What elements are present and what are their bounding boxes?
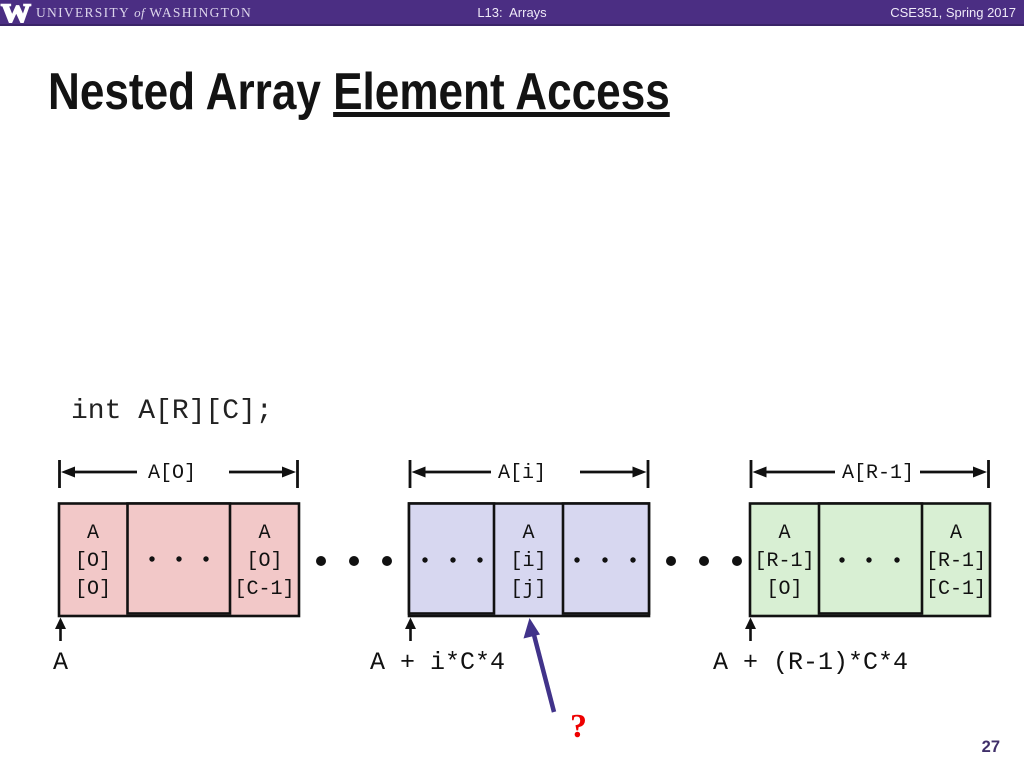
svg-text:[O]: [O] (766, 578, 802, 601)
svg-text:A: A (950, 522, 962, 545)
svg-text:[O]: [O] (75, 550, 111, 573)
svg-text:[O]: [O] (246, 550, 282, 573)
svg-text:A[i]: A[i] (498, 462, 546, 485)
svg-text:[R-1]: [R-1] (754, 550, 814, 573)
svg-text:[i]: [i] (510, 550, 546, 573)
svg-text:A + i*C*4: A + i*C*4 (370, 648, 505, 677)
svg-text:[R-1]: [R-1] (926, 550, 986, 573)
svg-text:?: ? (570, 708, 587, 745)
svg-text:A[R-1]: A[R-1] (842, 462, 914, 485)
svg-text:A: A (258, 522, 270, 545)
svg-text:A + (R-1)*C*4: A + (R-1)*C*4 (713, 648, 908, 677)
svg-text:A: A (522, 522, 534, 545)
svg-text:A[O]: A[O] (148, 462, 196, 485)
svg-text:[O]: [O] (75, 578, 111, 601)
svg-text:[C-1]: [C-1] (926, 578, 986, 601)
svg-text:[j]: [j] (510, 578, 546, 601)
svg-text:A: A (87, 522, 99, 545)
svg-text:[C-1]: [C-1] (234, 578, 294, 601)
svg-text:A: A (53, 648, 68, 677)
svg-text:A: A (778, 522, 790, 545)
